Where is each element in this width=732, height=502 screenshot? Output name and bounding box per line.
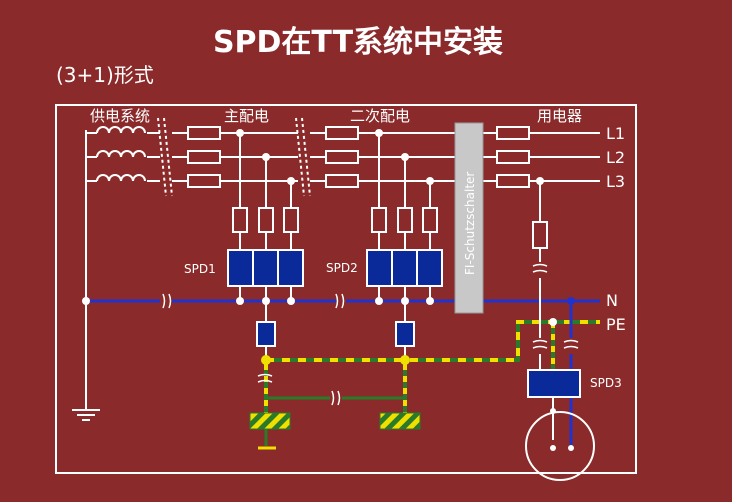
socket-pe-dot: [550, 408, 556, 414]
consumer-break-marks: [532, 263, 579, 349]
label-sub-distribution: 二次配电: [350, 107, 410, 125]
link-break-mark: [331, 390, 341, 406]
pe-conductor: [266, 320, 600, 370]
bus-label-pe: PE: [606, 315, 626, 334]
label-consumer: 用电器: [537, 107, 582, 125]
earth-electrode-spd2: [379, 412, 421, 430]
spd1-modules: [227, 249, 304, 347]
label-main-distribution: 主配电: [224, 107, 269, 125]
spd2-label: SPD2: [326, 261, 358, 275]
spd1-label: SPD1: [184, 262, 216, 276]
phase-fuses: [187, 126, 530, 188]
bus-label-l1: L1: [606, 124, 625, 143]
transformer-coils: [96, 126, 146, 182]
fi-breaker-label: FI-Schutzschalter: [463, 172, 477, 275]
pe-junction-spd2: [400, 355, 410, 365]
bus-label-l2: L2: [606, 148, 625, 167]
earth-leads: [264, 364, 407, 413]
diagram-frame: [55, 104, 637, 474]
socket-pin-n: [568, 445, 574, 451]
spd3-module: [527, 369, 581, 398]
label-supply-system: 供电系统: [90, 107, 150, 125]
earth-electrode-spd1: [249, 412, 291, 430]
page-title: SPD在TT系统中安装: [213, 25, 503, 60]
spd2-modules: [366, 249, 443, 347]
consumer-fuse: [532, 221, 548, 249]
spd2-fuses: [371, 207, 438, 233]
fi-breaker-box: [454, 122, 484, 314]
consumer-wires: [539, 181, 554, 440]
phase-lines: [85, 130, 600, 410]
neutral-break-marks: [162, 293, 345, 309]
supply-earth-symbol: [72, 409, 100, 421]
junction-dots: [82, 129, 544, 305]
pe-junction-consumer: [549, 318, 557, 326]
bus-label-l3: L3: [606, 172, 625, 191]
page-subtitle: (3+1)形式: [56, 63, 154, 87]
earth-break-marks: [257, 373, 273, 383]
line-break-marks: [157, 117, 311, 197]
spd3-label: SPD3: [590, 376, 622, 390]
spd1-fuses: [232, 207, 299, 233]
pe-junction-spd1: [261, 355, 271, 365]
socket-pin-l: [550, 445, 556, 451]
socket-outlet: [525, 411, 595, 481]
bus-label-n: N: [606, 291, 618, 310]
